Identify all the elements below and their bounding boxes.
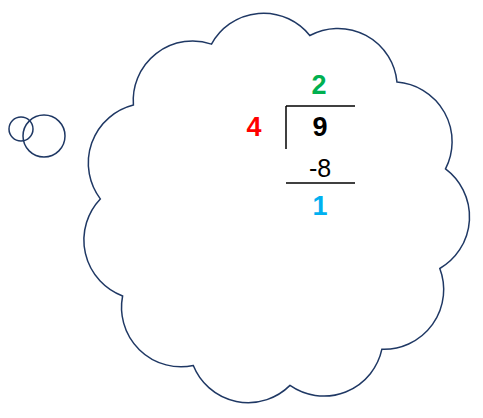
thought-cloud: 2 4 9 -8 1 <box>70 2 480 416</box>
quotient-number: 2 <box>311 72 326 99</box>
division-bar <box>286 105 355 107</box>
subtraction-line <box>286 182 355 184</box>
cloud-outline <box>70 2 480 416</box>
divisor-number: 4 <box>246 114 261 141</box>
dividend-number: 9 <box>312 114 327 141</box>
product-number: -8 <box>309 156 331 181</box>
division-bracket <box>285 106 287 149</box>
cloud-shape <box>84 13 470 402</box>
remainder-number: 1 <box>312 193 327 220</box>
medium-bubble <box>23 115 65 157</box>
